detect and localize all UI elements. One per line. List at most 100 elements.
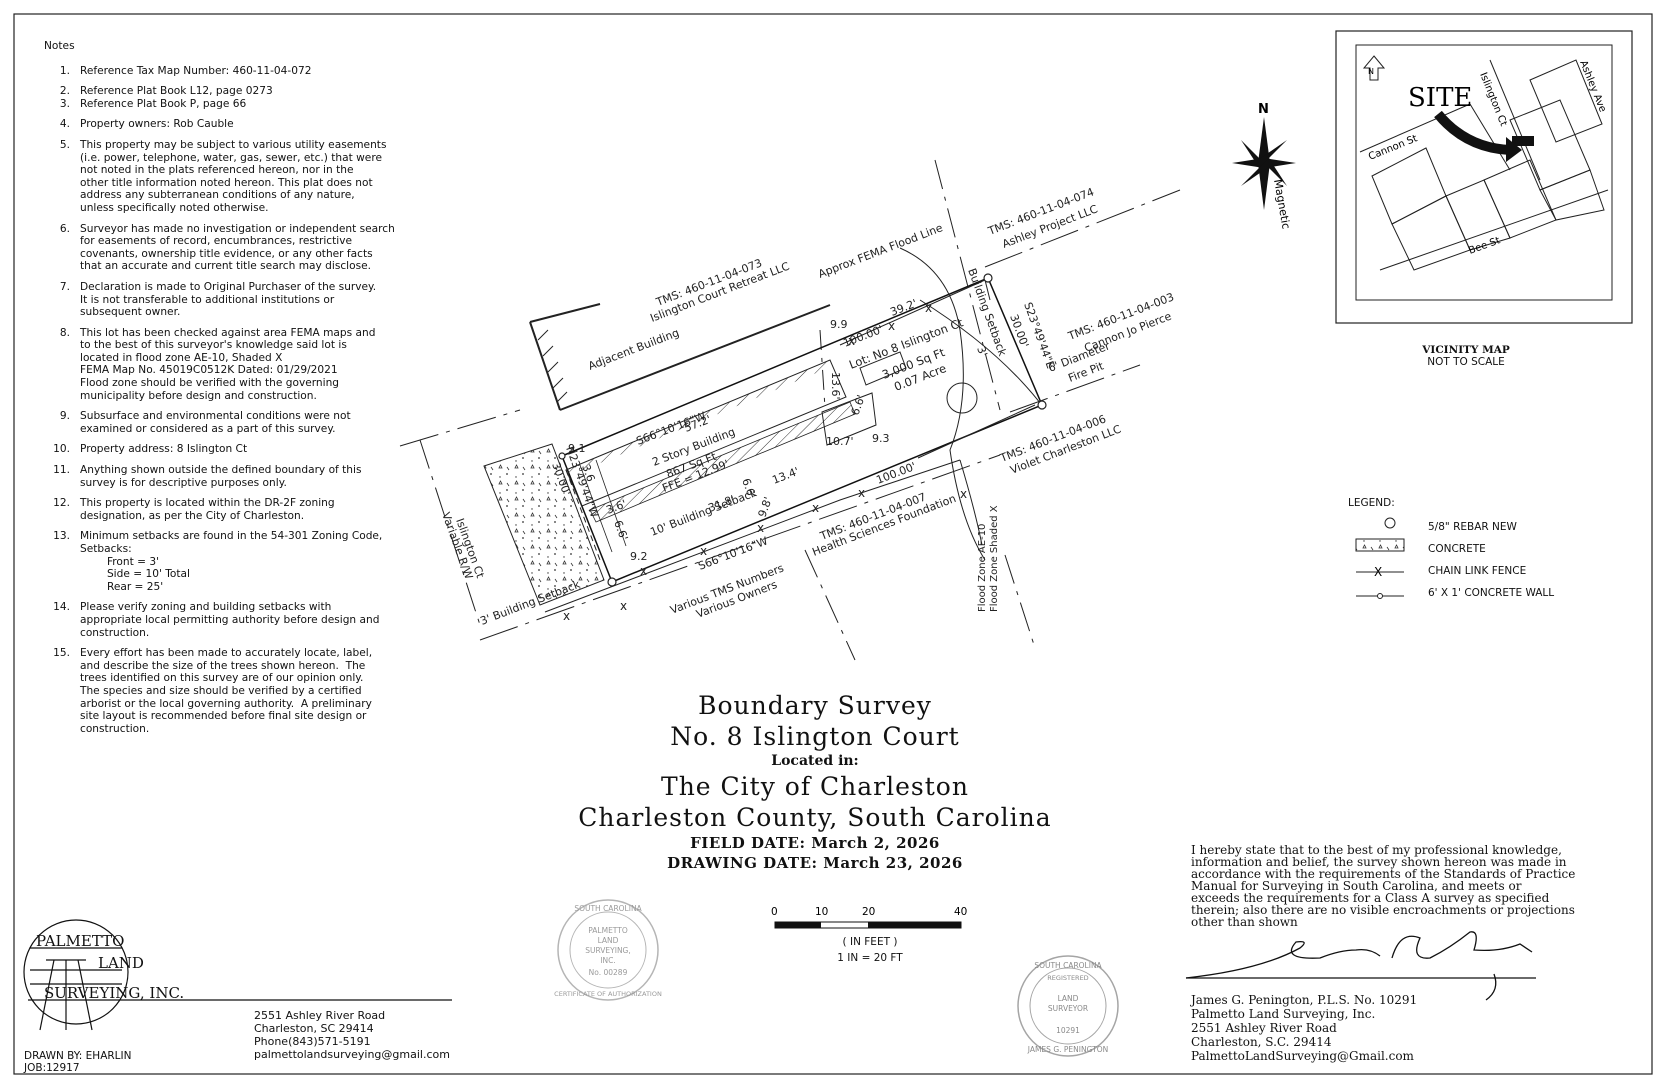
- note-text: Declaration is made to Original Purchase…: [80, 281, 376, 319]
- title-block: Boundary Survey No. 8 Islington Court Lo…: [540, 690, 1090, 873]
- vicinity-subtitle: NOT TO SCALE: [1427, 356, 1505, 368]
- note-item: 10. Property address: 8 Islington Ct: [44, 443, 424, 456]
- svg-text:SOUTH CAROLINA: SOUTH CAROLINA: [574, 904, 642, 913]
- fence-marks: xxx xxx xxx xx: [563, 301, 967, 623]
- note-line: not noted in the plats referenced hereon…: [80, 164, 354, 177]
- svg-text:13.6': 13.6': [829, 372, 842, 400]
- legend-item-rebar: 5/8" REBAR NEW: [1428, 521, 1517, 533]
- svg-text:x: x: [563, 609, 570, 623]
- note-text: Subsurface and environmental conditions …: [80, 410, 351, 435]
- note-item: 15. Every effort has been made to accurat…: [44, 647, 424, 735]
- svg-text:x: x: [620, 599, 627, 613]
- north-extension-line: [984, 189, 1181, 268]
- note-item: 6. Surveyor has made no investigation or …: [44, 223, 424, 273]
- concrete-pad: [483, 443, 605, 606]
- note-item: 3.Reference Plat Book P, page 66: [44, 98, 424, 111]
- note-line: This property may be subject to various …: [80, 138, 387, 151]
- note-line: municipality before design and construct…: [80, 389, 317, 402]
- svg-text:3': 3': [974, 345, 990, 359]
- svg-text:Ashley Ave: Ashley Ave: [1577, 59, 1608, 114]
- note-text: Property address: 8 Islington Ct: [80, 443, 247, 456]
- scale-caption: ( IN FEET ) 1 IN = 20 FT: [770, 934, 970, 966]
- scale-bar: 0 10 20 40: [771, 906, 967, 929]
- note-line: It is not transferable to additional ins…: [80, 293, 335, 306]
- svg-text:x: x: [848, 334, 855, 348]
- note-item: 13.Minimum setbacks are found in the 54-…: [44, 530, 424, 593]
- legend-item-fence: CHAIN LINK FENCE: [1428, 565, 1527, 577]
- svg-text:X: X: [1374, 565, 1382, 579]
- note-line: Anything shown outside the defined bound…: [80, 464, 362, 477]
- south-extension-line: [479, 454, 1001, 641]
- note-line: FEMA Map No. 45019C0512K Dated: 01/29/20…: [80, 364, 338, 377]
- note-line: The species and size should be verified …: [80, 684, 362, 697]
- legend: LEGEND: 5/8" REBAR NEW CONCRETE CHAIN LI…: [1348, 497, 1554, 607]
- fire-pit: [946, 382, 978, 414]
- note-line: for easements of record, encumbrances, r…: [80, 235, 353, 248]
- note-number: 15.: [53, 647, 70, 660]
- svg-text:Flood Zone Shaded X: Flood Zone Shaded X: [989, 505, 1000, 612]
- note-number: 8.: [59, 326, 70, 339]
- svg-text:x: x: [925, 301, 932, 315]
- certification-statement: I hereby state that to the best of my pr…: [1191, 843, 1576, 929]
- svg-text:x: x: [700, 544, 707, 558]
- note-line: This lot has been checked against area F…: [80, 326, 376, 339]
- note-line: Reference Plat Book L12, page 0273: [80, 85, 273, 98]
- note-line: appropriate local permitting authority b…: [80, 613, 380, 626]
- note-text: Every effort has been made to accurately…: [80, 647, 372, 735]
- note-number: 4.: [59, 118, 70, 131]
- svg-text:40: 40: [954, 906, 967, 918]
- county-line: Charleston County, South Carolina: [578, 803, 1052, 832]
- vicinity-caption: VICINITY MAP NOT TO SCALE: [1386, 344, 1546, 368]
- note-line: located in flood zone AE-10, Shaded X: [80, 351, 283, 364]
- note-text: This property is located within the DR-2…: [80, 497, 335, 522]
- note-number: 2.: [59, 85, 70, 98]
- note-item: 5.This property may be subject to variou…: [44, 139, 424, 215]
- note-number: 6.: [59, 222, 70, 235]
- svg-text:x: x: [757, 521, 764, 535]
- legend-item-concrete: CONCRETE: [1428, 543, 1486, 555]
- site-label: SITE: [1408, 83, 1472, 113]
- note-line: other title information noted hereon. Th…: [80, 176, 373, 189]
- title-line-1: Boundary Survey: [698, 691, 932, 720]
- flood-zone-label: Flood Zone AE-10: [977, 524, 988, 612]
- note-line: Please verify zoning and building setbac…: [80, 601, 332, 614]
- legend-title: LEGEND:: [1348, 497, 1395, 509]
- magnetic-label: Magnetic: [1271, 178, 1293, 230]
- note-text: Please verify zoning and building setbac…: [80, 601, 379, 639]
- note-item: 8. This lot has been checked against area…: [44, 327, 424, 403]
- notes-list: 1.Reference Tax Map Number: 460-11-04-07…: [44, 65, 424, 736]
- svg-text:x: x: [960, 487, 967, 501]
- svg-text:3.6: 3.6: [579, 463, 597, 484]
- svg-text:Islington Ct: Islington Ct: [1477, 71, 1509, 128]
- fema-line-label: Approx FEMA Flood Line: [816, 221, 944, 281]
- surveyor-info: James G. Penington, P.L.S. No. 10291 Pal…: [1191, 993, 1418, 1063]
- note-text: Property owners: Rob Cauble: [80, 118, 234, 131]
- note-line: Side = 10' Total: [80, 568, 190, 581]
- note-line: Every effort has been made to accurately…: [80, 647, 373, 660]
- note-line: trees identified on this survey are of o…: [80, 672, 364, 685]
- scale-ratio: 1 IN = 20 FT: [837, 952, 903, 964]
- svg-text:LAND: LAND: [1058, 994, 1079, 1003]
- note-number: 10.: [53, 443, 70, 456]
- title-line-2: No. 8 Islington Court: [670, 722, 960, 751]
- shed: [821, 392, 877, 446]
- svg-text:13.4': 13.4': [770, 465, 800, 487]
- company-logo: [23, 919, 452, 1031]
- note-line: Property address: 8 Islington Ct: [80, 443, 248, 456]
- note-text: This lot has been checked against area F…: [80, 327, 375, 403]
- svg-text:PALMETTO: PALMETTO: [588, 926, 628, 935]
- vicinity-map: N SITE Cannon St Islington Ct Ashley Ave…: [1335, 30, 1633, 324]
- note-line: covenants, ownership title evidence, or …: [80, 247, 373, 260]
- surveyor-signature: [1185, 931, 1536, 1001]
- sheet-border: [13, 13, 1653, 1075]
- note-line: Surveyor has made no investigation or in…: [80, 222, 395, 235]
- note-number: 1.: [59, 64, 70, 77]
- note-line: to the best of this surveyor's knowledge…: [80, 339, 347, 352]
- adjacent-building-label: Adjacent Building: [586, 326, 681, 373]
- svg-text:CERTIFICATE OF AUTHORIZATION: CERTIFICATE OF AUTHORIZATION: [554, 990, 662, 998]
- svg-text:9.9: 9.9: [830, 318, 848, 331]
- note-line: Minimum setbacks are found in the 54-301…: [80, 530, 383, 543]
- svg-text:39.2': 39.2': [888, 297, 918, 319]
- note-line: site layout is recommended before final …: [80, 710, 367, 723]
- note-text: Minimum setbacks are found in the 54-301…: [80, 530, 382, 593]
